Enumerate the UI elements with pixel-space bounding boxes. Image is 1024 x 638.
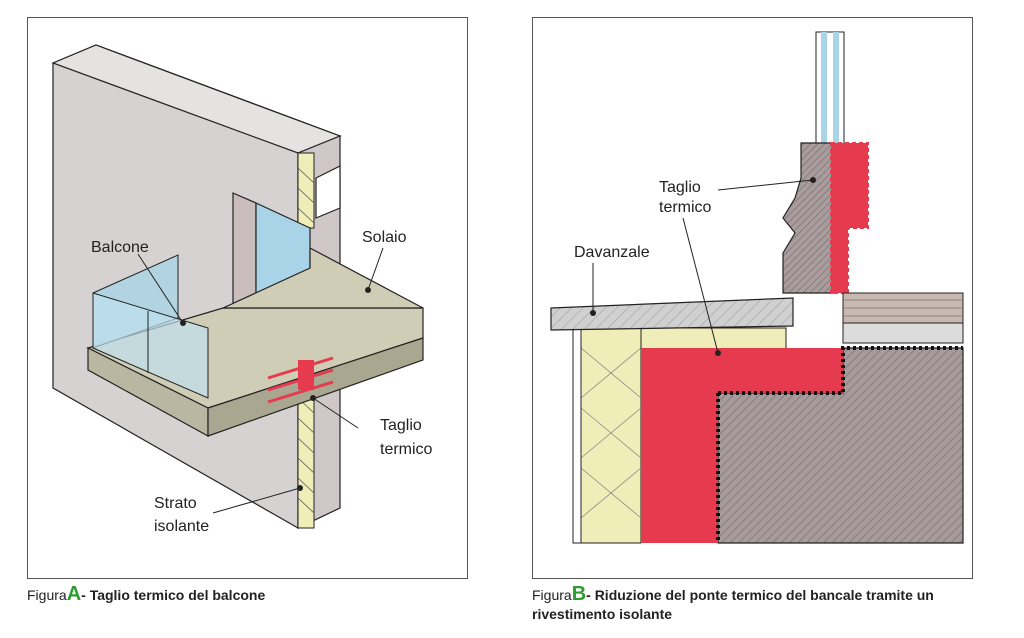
floor-lines: [843, 299, 963, 317]
window-frame-profile: [782, 142, 834, 294]
figure-b-drawing: Taglio termico Davanzale: [550, 31, 964, 544]
floor-screed: [842, 322, 964, 344]
caption-b-text: - Riduzione del ponte termico del bancal…: [532, 587, 934, 622]
figure-b-caption: FiguraB- Riduzione del ponte termico del…: [532, 583, 1002, 624]
strato-isolante-strip: [297, 382, 315, 529]
thermal-cladding: [641, 348, 843, 543]
thermal-break-mark: [267, 356, 334, 404]
label-solaio: Solaio: [362, 229, 407, 246]
figure-a-caption: FiguraA- Taglio termico del balcone: [27, 583, 467, 605]
caption-b-prefix: Figura: [532, 587, 572, 603]
leader-dots-b: [590, 177, 816, 356]
caption-b-letter: B: [571, 583, 587, 605]
frame-thermal-break: [830, 142, 869, 294]
label-strato-2: isolante: [154, 518, 209, 535]
label-taglio-b-2: termico: [659, 199, 712, 216]
leader-lines-b: [592, 179, 814, 354]
insulation-hatch-b: [580, 347, 642, 519]
leader-lines: [137, 247, 384, 514]
solaio-surface: [222, 247, 424, 309]
label-taglio-b-1: Taglio: [659, 179, 701, 196]
caption-a-prefix: Figura: [27, 587, 67, 603]
figure-a-drawing: Balcone Solaio Taglio termico Strato iso…: [51, 44, 433, 535]
figure-b-panel: Taglio termico Davanzale: [532, 17, 973, 579]
exterior-render: [572, 327, 582, 544]
label-taglio-1: Taglio: [380, 417, 422, 434]
caption-a-letter: A: [66, 583, 82, 605]
label-balcone: Balcone: [91, 239, 149, 256]
glass-pane-1: [821, 32, 827, 160]
label-strato-1: Strato: [154, 495, 197, 512]
caption-a-text: - Taglio termico del balcone: [81, 587, 266, 603]
membrane-line: [718, 346, 963, 395]
lintel-box: [315, 165, 341, 219]
glass-pane-2: [833, 32, 839, 160]
exterior-insulation: [580, 327, 642, 544]
leader-dots: [180, 287, 371, 491]
glazing-frame: [815, 31, 845, 161]
label-taglio-2: termico: [380, 441, 433, 458]
label-davanzale: Davanzale: [574, 244, 650, 261]
figure-a-panel: Balcone Solaio Taglio termico Strato iso…: [27, 17, 468, 579]
balustrade-front: [92, 292, 209, 399]
davanzale-sill: [550, 297, 794, 331]
